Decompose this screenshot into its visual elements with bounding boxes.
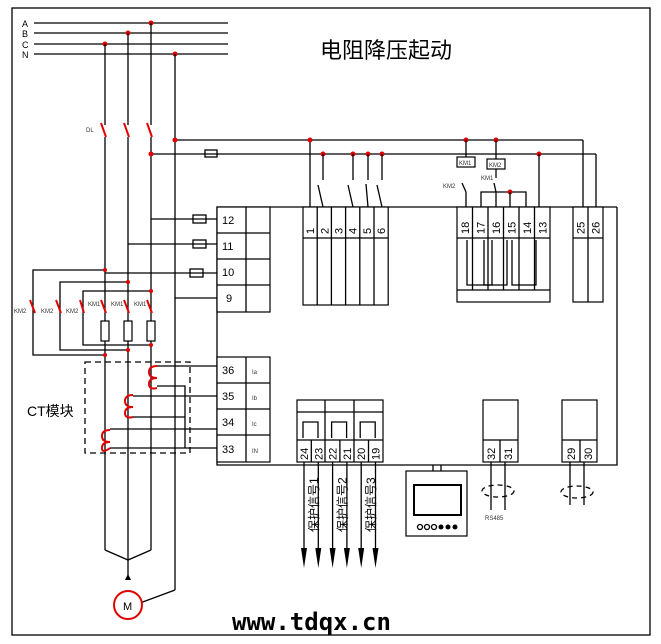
km1-contact-label: KM1	[481, 176, 494, 182]
signal-terminal: 21	[342, 448, 354, 460]
km1-label-1: KM1	[88, 302, 101, 308]
ct-module: CT模块 36 Ia 35 Ib 34 Ic 33 IN	[27, 356, 271, 463]
terminal-34-label: Ic	[252, 422, 257, 428]
comm-label: RS485	[485, 516, 504, 522]
terminal-33: 33	[222, 444, 234, 456]
bus-label-a: A	[22, 19, 28, 29]
terminal-9: 9	[226, 293, 232, 305]
terminal-33-label: IN	[252, 449, 258, 455]
breaker-label: DL	[86, 128, 94, 134]
display-unit-icon	[405, 465, 468, 537]
output-terminal: 15	[506, 222, 518, 234]
terminal-36-label: Ia	[252, 370, 258, 376]
output-terminal: 18	[460, 222, 472, 234]
watermark: www.tdqx.cn	[232, 608, 391, 636]
arrow-down-icon	[343, 548, 350, 568]
signal-terminal: 23	[313, 448, 325, 460]
motor-icon	[113, 590, 143, 620]
bus-label-b: B	[22, 29, 28, 39]
control-wires: KM1 KM2 KM2 KM1	[148, 137, 597, 208]
output-terminal: 16	[491, 222, 503, 234]
terminal-11: 11	[222, 241, 233, 253]
km1-label-2: KM1	[111, 302, 124, 308]
output-terminal: 13	[537, 222, 549, 234]
signal-terminal: 20	[356, 448, 368, 460]
terminal-35: 35	[222, 391, 234, 403]
km1-label-3: KM1	[134, 302, 147, 308]
power-terminal: 26	[591, 222, 603, 234]
protection-signal-label: 保护信号1	[307, 477, 321, 532]
input-terminal: 5	[362, 228, 374, 234]
km2-label-1: KM2	[14, 309, 27, 315]
input-terminal: 6	[376, 228, 388, 234]
arrow-down-icon	[358, 548, 365, 568]
protection-signal-label: 保护信号3	[364, 477, 378, 532]
terminal-36: 36	[222, 365, 234, 377]
terminal-32: 32	[486, 448, 498, 460]
terminal-31: 31	[503, 448, 515, 460]
power-bus: A B C N	[22, 19, 228, 60]
km2-contact-label: KM2	[443, 184, 456, 190]
terminal-30: 30	[583, 448, 595, 460]
signal-terminal: 19	[371, 448, 383, 460]
input-terminal: 4	[348, 228, 360, 234]
arrow-down-icon	[372, 548, 379, 568]
input-terminal: 2	[319, 228, 331, 234]
terminal-29: 29	[566, 448, 578, 460]
frame-border	[11, 7, 651, 636]
terminal-34: 34	[222, 417, 234, 429]
km2-label-3: KM2	[66, 309, 79, 315]
output-terminal: 17	[475, 222, 487, 234]
voltage-terminal-block: 12 11 10 9	[105, 206, 271, 313]
bus-label-c: C	[22, 40, 29, 50]
coil-km1-label: KM1	[459, 161, 472, 167]
input-terminal: 3	[334, 228, 346, 234]
arrow-down-icon	[315, 548, 322, 568]
arrow-down-icon	[301, 548, 307, 568]
input-terminal: 1	[305, 228, 317, 234]
power-terminal: 25	[576, 222, 588, 234]
protector-device-outline	[216, 206, 618, 466]
arrow-down-icon	[329, 548, 336, 568]
comm-terminal-block: 32 31 RS485 29 30	[481, 399, 598, 522]
motor-label: M	[123, 601, 132, 613]
terminal-12: 12	[222, 215, 234, 227]
start-resistor-section: KM2 KM2 KM2 KM1 KM1 KM1	[14, 268, 156, 357]
km2-label-2: KM2	[41, 309, 54, 315]
coil-km2-label: KM2	[489, 163, 502, 169]
protection-signal-label: 保护信号2	[336, 477, 350, 532]
output-terminal: 14	[522, 222, 534, 234]
signal-terminal: 24	[299, 448, 311, 460]
signal-terminal: 22	[328, 448, 340, 460]
terminal-35-label: Ib	[252, 396, 258, 402]
ct-module-label: CT模块	[27, 403, 74, 419]
terminal-10: 10	[222, 267, 234, 279]
diagram-title: 电阻降压起动	[320, 38, 452, 63]
bus-label-n: N	[22, 50, 29, 60]
